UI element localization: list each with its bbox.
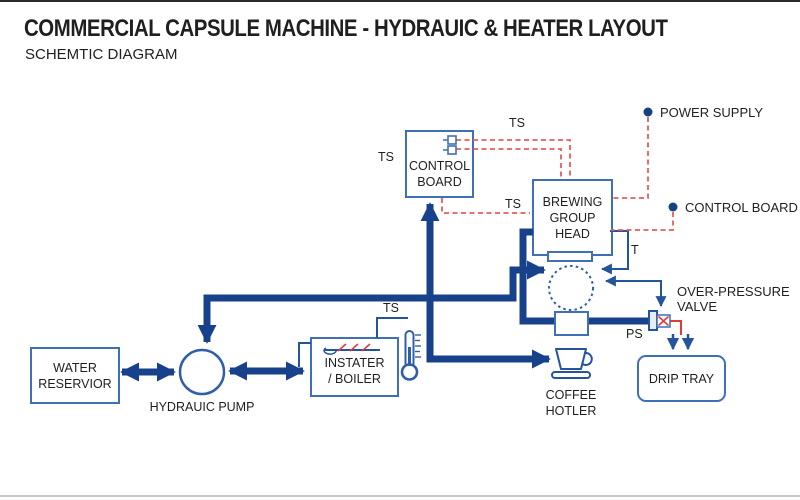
over-pressure-valve-icon	[648, 310, 671, 331]
ts-line-upper	[456, 139, 571, 178]
page-subtitle: SCHEMTIC DIAGRAM	[25, 46, 178, 63]
control-board-line	[611, 212, 674, 231]
coffee-cup-icon	[551, 348, 593, 379]
bottom-border-line	[0, 495, 800, 497]
control-board-box: CONTROL BOARD	[405, 130, 474, 198]
instater-boiler-label: INSTATER / BOILER	[324, 356, 385, 386]
ts-label-board-bottom: TS	[505, 197, 521, 211]
heater-element-icon	[323, 343, 380, 355]
thermometer-icon	[400, 330, 421, 381]
pipe-to-coffee-hotler	[426, 298, 551, 369]
valve-outlet-line	[669, 320, 682, 335]
drip-tray-box: DRIP TRAY	[637, 355, 726, 402]
power-supply-dot	[643, 107, 653, 117]
ts-label-boiler: TS	[383, 301, 399, 315]
hydraulic-pump-circle	[178, 348, 226, 396]
ts-line-lower	[456, 148, 562, 178]
pipe-to-capsule-chamber	[430, 260, 546, 302]
drip-arrows	[666, 334, 695, 351]
drip-tray-label: DRIP TRAY	[648, 371, 715, 386]
pipe-to-pump-top	[197, 294, 430, 344]
control-board-connectors	[443, 135, 457, 155]
ps-label: PS	[626, 327, 643, 341]
over-pressure-valve-label: OVER-PRESSURE VALVE	[677, 284, 790, 314]
t-line-to-chamber	[600, 230, 629, 275]
ts-line-board-head	[441, 198, 530, 214]
control-board-point-label: CONTROL BOARD	[685, 200, 798, 215]
connector-square-bottom	[447, 145, 457, 155]
water-reservoir-box: WATER RESERVIOR	[30, 347, 120, 404]
power-supply-line	[611, 117, 649, 199]
boiler-inlet-elbow	[298, 342, 311, 367]
brewing-group-head-label: BREWING GROUP HEAD	[542, 194, 603, 241]
boiler-ts-line	[376, 317, 408, 338]
coffee-hotler-label: COFFEE HOTLER	[545, 388, 597, 418]
t-label-group: T	[631, 243, 639, 257]
thin-blue-lines	[298, 230, 667, 367]
power-supply-label: POWER SUPPLY	[660, 105, 764, 120]
pressure-sensor-box	[554, 311, 589, 336]
line-chamber-valve	[604, 275, 667, 308]
control-board-box-label: CONTROL BOARD	[408, 159, 471, 189]
connector-square-top	[447, 135, 457, 145]
group-head-outlet	[547, 251, 593, 262]
ts-label-board-top: TS	[509, 116, 525, 130]
hydraulic-pump-label: HYDRAUIC PUMP	[149, 400, 255, 414]
signal-dashed-lines	[441, 117, 674, 231]
ts-label-board-left: TS	[378, 150, 394, 164]
capsule-chamber-circle	[548, 265, 594, 311]
top-border-line	[0, 0, 800, 2]
water-reservoir-label: WATER RESERVIOR	[38, 360, 112, 391]
control-board-dot	[668, 202, 678, 212]
page-title: COMMERCIAL CAPSULE MACHINE - HYDRAUIC & …	[24, 15, 668, 42]
brewing-group-head-box: BREWING GROUP HEAD	[532, 179, 613, 256]
